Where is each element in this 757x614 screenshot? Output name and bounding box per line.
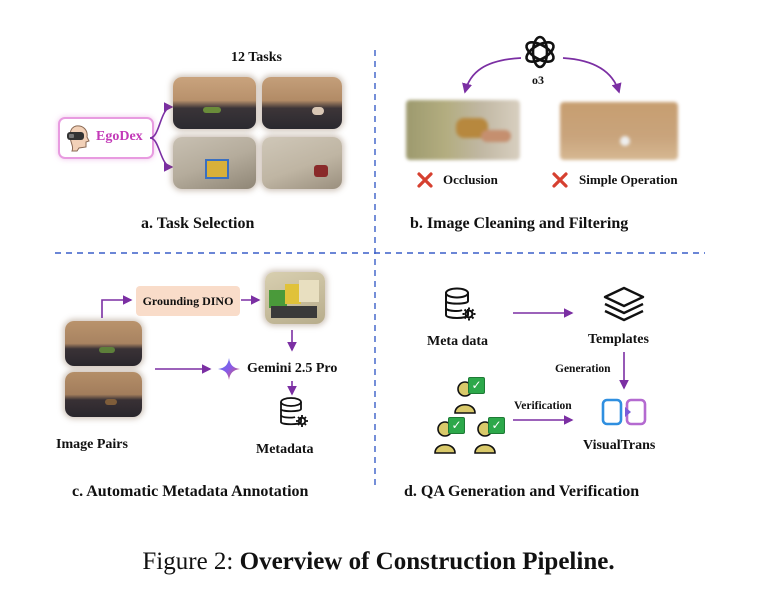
reject-icon-simple-operation [552,172,568,188]
simple-operation-label: Simple Operation [579,172,678,187]
reject-icon-occlusion [417,172,433,188]
panel-a-title: a. Task Selection [141,215,255,232]
check-icon: ✓ [468,377,485,394]
gemini-label: Gemini 2.5 Pro [247,361,338,376]
generation-label: Generation [555,363,611,375]
templates-label: Templates [588,332,649,347]
o3-label: o3 [532,73,544,87]
openai-icon [525,35,555,69]
panel-dividers [55,50,705,490]
image-pair-1 [65,321,142,366]
egodex-branch-arrows [150,102,174,172]
panel-c-arrows [101,295,297,396]
meta-database-icon [445,287,476,321]
check-icon: ✓ [488,417,505,434]
detected-blocks-image [265,272,325,324]
task-image-3 [173,137,256,189]
panel-d-arrows [513,308,629,425]
egodex-box: EgoDex [58,117,154,159]
layers-icon [603,286,645,322]
visualtrans-label: VisualTrans [583,438,656,453]
o3-arrows [462,57,622,94]
occlusion-image [406,100,520,160]
simple-operation-image [560,102,678,160]
tasks-label: 12 Tasks [231,50,282,65]
metadata-label: Metadata [256,442,314,457]
egodex-label: EgoDex [96,129,143,144]
image-pair-2 [65,372,142,417]
meta-data-label: Meta data [427,334,489,349]
visualtrans-icon [601,398,647,426]
gemini-icon [218,358,240,380]
caption-prefix: Figure 2: [142,548,240,575]
task-image-1 [173,77,256,129]
image-pairs-label: Image Pairs [56,437,128,452]
check-icon: ✓ [448,417,465,434]
verification-label: Verification [514,400,572,412]
panel-c-title: c. Automatic Metadata Annotation [72,483,309,500]
task-image-4 [262,137,342,189]
caption-title: Overview of Construction Pipeline. [239,548,615,575]
vr-headset-icon [67,125,90,152]
panel-d-title: d. QA Generation and Verification [404,483,640,500]
task-image-2 [262,77,342,129]
occlusion-label: Occlusion [443,172,498,187]
panel-b-title: b. Image Cleaning and Filtering [410,215,629,232]
database-icon [280,397,308,427]
grounding-dino-box: Grounding DINO [136,286,240,316]
figure-caption: Figure 2: Overview of Construction Pipel… [0,548,757,576]
